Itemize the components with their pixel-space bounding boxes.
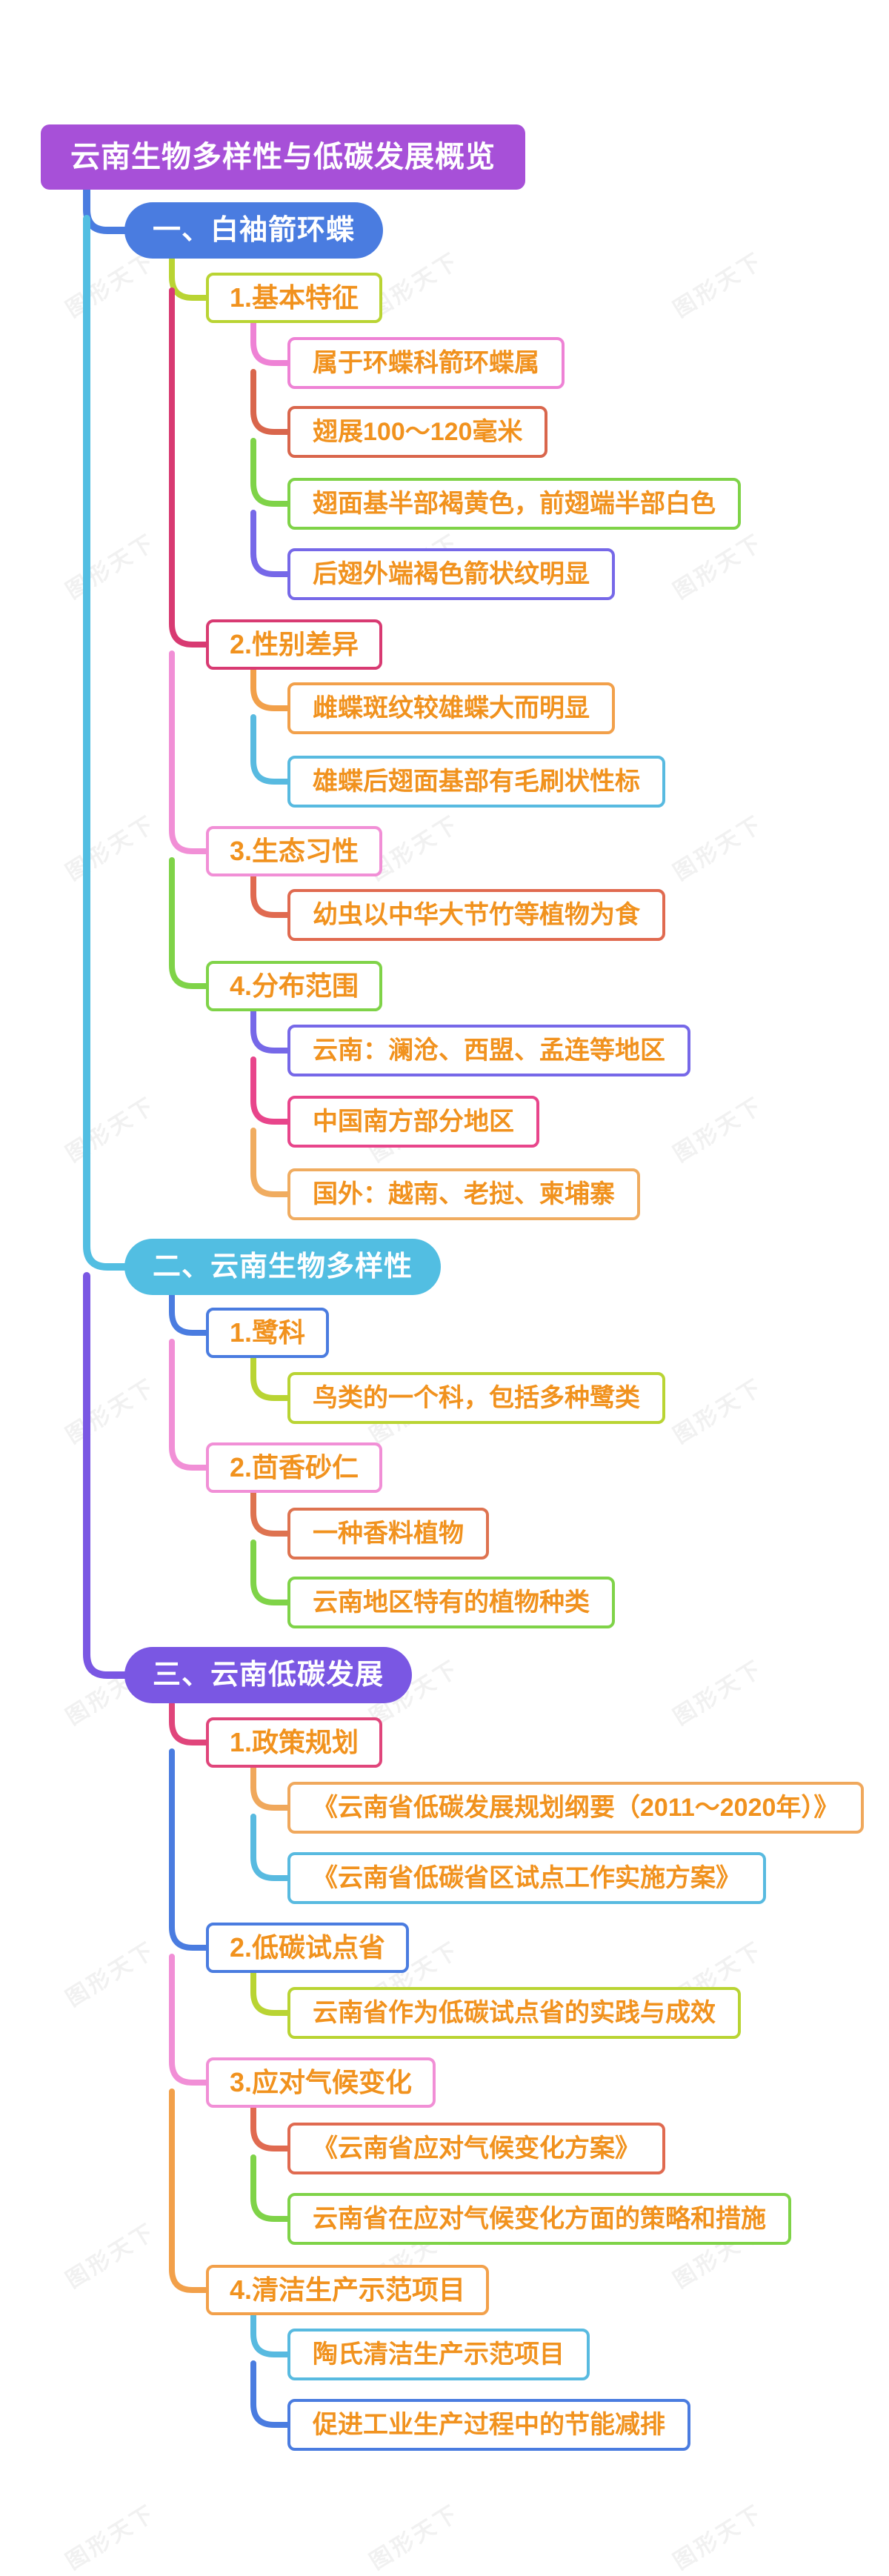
connector-b3t4-l2 [250,2360,292,2428]
topic-clean-production[interactable]: 4.清洁生产示范项目 [206,2265,490,2315]
leaf-female-markings[interactable]: 雌蝶斑纹较雄蝶大而明显 [287,682,615,734]
connector-t4-l3 [250,1128,292,1197]
connector-t1-l2 [250,369,292,435]
leaf-dow-project[interactable]: 陶氏清洁生产示范项目 [287,2329,590,2380]
leaf-south-china[interactable]: 中国南方部分地区 [287,1096,539,1148]
connector-root-branch2 [83,215,130,1271]
leaf-abroad[interactable]: 国外：越南、老挝、柬埔寨 [287,1168,640,1220]
connector-b2t2-l2 [250,1540,292,1605]
connector-b3-t2 [169,1748,210,1951]
connector-b3t3-l2 [250,2154,292,2222]
leaf-male-scent-brush[interactable]: 雄蝶后翅面基部有毛刷状性标 [287,756,665,808]
leaf-energy-saving[interactable]: 促进工业生产过程中的节能减排 [287,2399,690,2451]
leaf-hindwing-pattern[interactable]: 后翅外端褐色箭状纹明显 [287,548,615,600]
leaf-climate-plan[interactable]: 《云南省应对气候变化方案》 [287,2123,665,2174]
leaf-endemic-plant[interactable]: 云南地区特有的植物种类 [287,1577,615,1628]
connector-t4-l2 [250,1056,292,1125]
connector-root-branch1 [83,184,130,234]
leaf-taxonomy[interactable]: 属于环蝶科箭环蝶属 [287,337,565,389]
connector-b3t1-l2 [250,1814,292,1881]
topic-policy-planning[interactable]: 1.政策规划 [206,1717,383,1768]
leaf-lowcarbon-outline[interactable]: 《云南省低碳发展规划纲要（2011～2020年）》 [287,1782,865,1834]
topic-ecology-habits[interactable]: 3.生态习性 [206,826,383,876]
connector-b2t1-l1 [250,1355,292,1401]
connector-b2t2-l1 [250,1490,292,1537]
connector-b1-t1 [169,256,210,301]
connector-b3t1-l1 [250,1765,292,1811]
connector-b3t2-l1 [250,1970,292,2016]
connector-root-branch3 [83,1272,130,1679]
connector-t1-l1 [250,320,292,366]
connector-t1-l3 [250,438,292,507]
topic-distribution[interactable]: 4.分布范围 [206,961,383,1011]
connector-t2-l2 [250,714,292,785]
leaf-climate-strategy[interactable]: 云南省在应对气候变化方面的策略和措施 [287,2193,791,2245]
topic-etlingera[interactable]: 2.茴香砂仁 [206,1442,383,1493]
connector-b1-t3 [169,650,210,854]
connector-t2-l1 [250,667,292,711]
leaf-larva-food[interactable]: 幼虫以中华大节竹等植物为食 [287,889,665,941]
connector-b3t4-l1 [250,2312,292,2357]
leaf-wing-color[interactable]: 翅面基半部褐黄色，前翅端半部白色 [287,478,741,530]
connector-b3t3-l1 [250,2105,292,2151]
topic-basic-features[interactable]: 1.基本特征 [206,273,383,323]
connector-t4-l1 [250,1008,292,1054]
branch-1-butterfly[interactable]: 一、白袖箭环蝶 [124,202,384,259]
leaf-bird-family[interactable]: 鸟类的一个科，包括多种鹭类 [287,1372,665,1424]
leaf-pilot-practice[interactable]: 云南省作为低碳试点省的实践与成效 [287,1987,741,2039]
leaf-yunnan-areas[interactable]: 云南：澜沧、西盟、孟连等地区 [287,1025,690,1076]
connector-b2-t1 [169,1291,210,1336]
leaf-pilot-scheme[interactable]: 《云南省低碳省区试点工作实施方案》 [287,1852,766,1904]
leaf-wingspan[interactable]: 翅展100～120毫米 [287,406,548,458]
connector-b3-t4 [169,2089,210,2293]
connector-t3-l1 [250,873,292,918]
branch-3-lowcarbon[interactable]: 三、云南低碳发展 [124,1647,413,1703]
topic-climate-change[interactable]: 3.应对气候变化 [206,2057,436,2108]
connector-b3-t3 [169,1954,210,2086]
connector-b1-t4 [169,857,210,989]
topic-sex-differences[interactable]: 2.性别差异 [206,619,383,670]
topic-ardeidae[interactable]: 1.鹭科 [206,1308,330,1358]
connector-b1-t2 [169,287,210,648]
branch-2-biodiversity[interactable]: 二、云南生物多样性 [124,1239,442,1295]
connector-b3-t1 [169,1701,210,1745]
connector-b2-t2 [169,1339,210,1471]
topic-pilot-province[interactable]: 2.低碳试点省 [206,1923,410,1973]
connector-t1-l4 [250,510,292,577]
leaf-spice-plant[interactable]: 一种香料植物 [287,1508,489,1560]
root-node[interactable]: 云南生物多样性与低碳发展概览 [41,124,525,190]
